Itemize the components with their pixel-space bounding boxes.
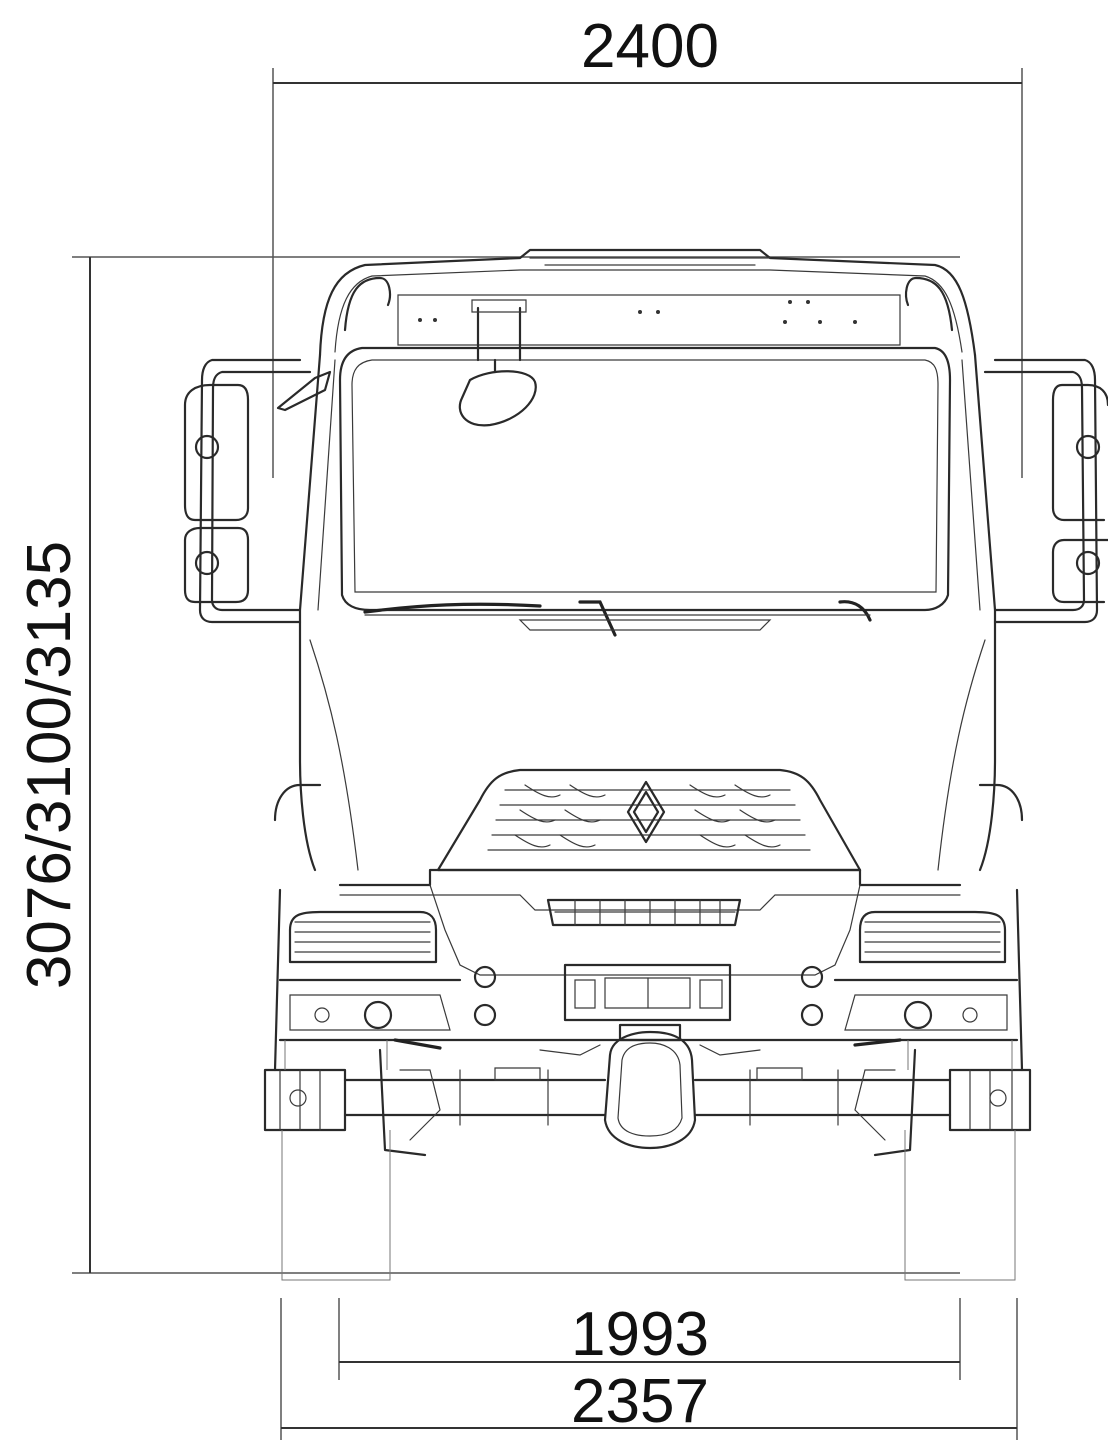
tyre-right (904, 1040, 1016, 1281)
hub-left (263, 1068, 347, 1132)
overall-width-label: 2400 (581, 12, 719, 81)
grille-slats (487, 784, 811, 851)
hub-right (948, 1068, 1032, 1132)
renault-diamond-icon (626, 780, 666, 844)
lower-grille (546, 898, 742, 927)
dimension-overall-height: 3076/3100/3135 (15, 256, 960, 1274)
truck-outline (183, 248, 1108, 1281)
track-outer-label: 2357 (571, 1367, 709, 1436)
headlight-right (858, 910, 1007, 964)
track-front-label: 1993 (571, 1300, 709, 1369)
tyre-left (281, 1040, 391, 1281)
dimension-overall-width: 2400 (272, 12, 1023, 478)
overall-height-label: 3076/3100/3135 (15, 541, 84, 989)
headlight-left (288, 910, 438, 964)
dimension-track-front: 1993 (338, 1298, 961, 1380)
dimension-track-outer: 2357 (280, 1298, 1018, 1440)
